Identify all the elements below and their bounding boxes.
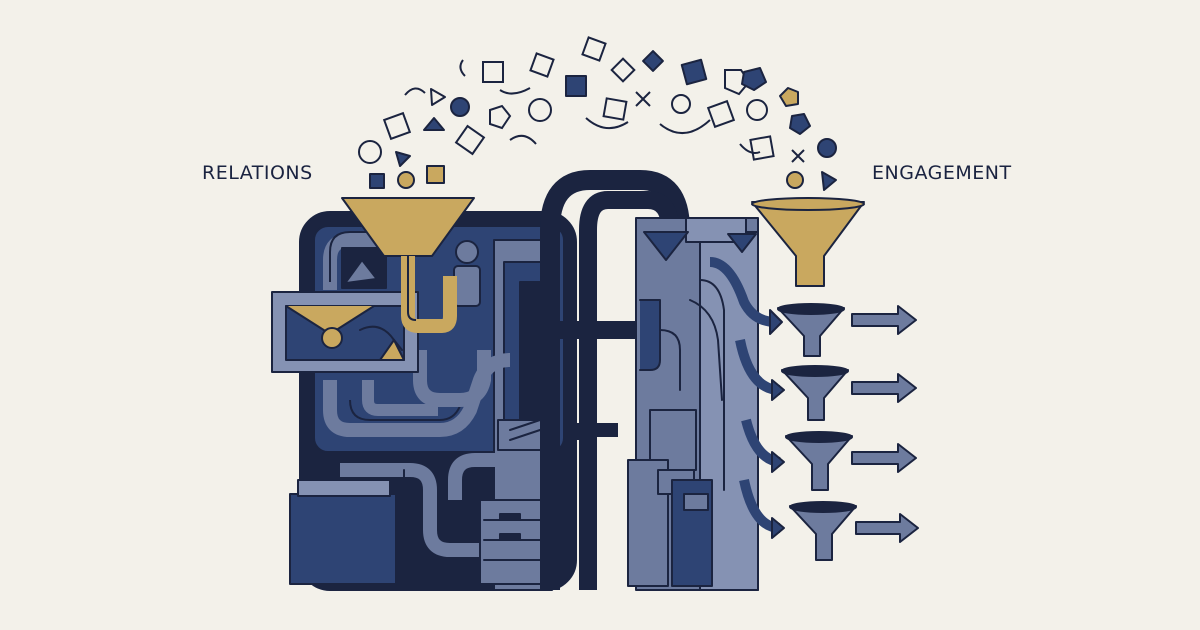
funnel-icon (777, 303, 845, 357)
engagement-label: ENGAGEMENT (872, 162, 1012, 184)
arrow-right-icon (851, 305, 917, 335)
left-machine (271, 211, 577, 591)
arrow-right-icon (855, 513, 919, 543)
funnel-icon (751, 197, 865, 287)
output-arrows (851, 305, 919, 543)
arrow-right-icon (851, 443, 917, 473)
funnel-icon (789, 501, 857, 561)
output-funnels (777, 303, 857, 561)
funnel-icon (341, 197, 475, 333)
branch-arrows (709, 257, 785, 539)
arrow-right-icon (851, 373, 917, 403)
funnel-icon (785, 431, 853, 491)
relations-label: RELATIONS (202, 162, 313, 184)
right-machine (627, 217, 759, 591)
floating-shapes (358, 36, 837, 191)
funnel-icon (781, 365, 849, 421)
